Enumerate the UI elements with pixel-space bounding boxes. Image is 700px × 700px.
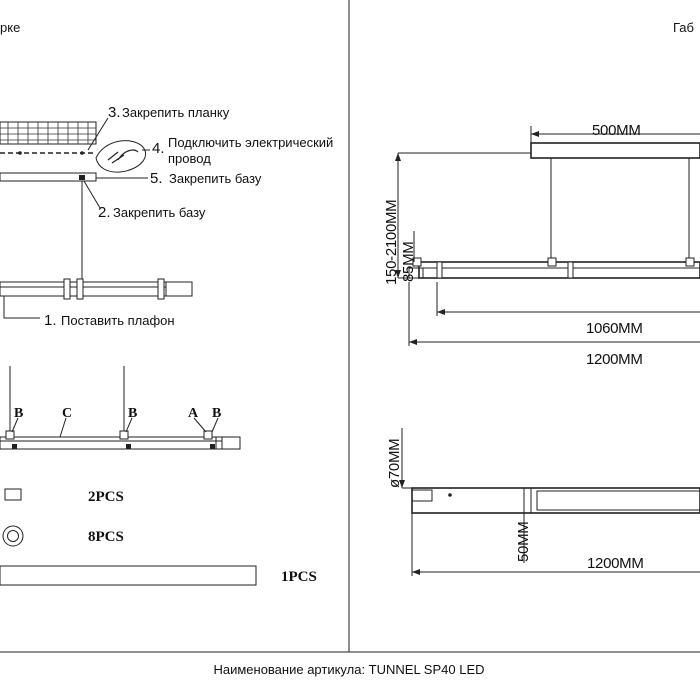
installation-diagram: 3. Закрепить планку 4. Подключить электр… bbox=[0, 104, 333, 329]
step2-text: Закрепить базу bbox=[113, 205, 206, 220]
plate-screw-right bbox=[80, 151, 84, 155]
part-a-icon bbox=[4, 488, 22, 501]
part-b-icon-inner bbox=[7, 530, 19, 542]
leader-b3 bbox=[211, 417, 219, 433]
dim-side-length: 1200MM bbox=[587, 555, 644, 572]
dim-inner-mark-2 bbox=[567, 261, 574, 279]
part-label-c: C bbox=[62, 406, 72, 421]
step1-text: Поставить плафон bbox=[61, 313, 175, 328]
parts-lamp-end bbox=[215, 436, 241, 450]
article-name: Наименование артикула: TUNNEL SP40 LED bbox=[213, 662, 484, 677]
dim-height-arrow-bottom bbox=[395, 270, 401, 278]
part-label-a: A bbox=[188, 406, 199, 421]
step4-text-line2: провод bbox=[168, 151, 211, 166]
part-a-qty: 2PCS bbox=[88, 489, 124, 505]
side-body bbox=[411, 487, 700, 514]
lamp-clip-1 bbox=[63, 278, 71, 300]
dimension-front-view: 500MM 150-2100MM 85MM 1060MM 1200MM bbox=[383, 122, 700, 368]
parts-screw-2 bbox=[126, 444, 131, 449]
leader-b1 bbox=[11, 417, 19, 433]
dim-canopy bbox=[530, 142, 700, 159]
leader-b2 bbox=[125, 417, 133, 433]
step1-number: 1. bbox=[44, 312, 57, 329]
dimension-side-view: ø70MM 50MM 1200MM bbox=[386, 428, 700, 576]
step4-number: 4. bbox=[152, 140, 165, 157]
dim-dia-arrow bbox=[399, 480, 405, 488]
parts-clip-b1 bbox=[5, 430, 15, 440]
canopy-base bbox=[0, 172, 97, 182]
canopy-clip bbox=[79, 175, 85, 180]
lamp-end-cap bbox=[165, 281, 193, 297]
dim-lamp-body bbox=[418, 261, 700, 279]
parts-lamp-body bbox=[0, 436, 223, 450]
dim-side-height: 50MM bbox=[515, 522, 532, 562]
dim-lamp-endcap bbox=[408, 267, 424, 279]
dim-clip-2 bbox=[547, 257, 557, 267]
leader-step3 bbox=[87, 117, 109, 151]
dim-top-width: 500MM bbox=[592, 122, 641, 139]
dim-inner-length: 1060MM bbox=[586, 320, 643, 337]
dim-side-arrow bbox=[412, 569, 420, 575]
dim-lamp-height: 85MM bbox=[400, 242, 417, 282]
dim-clip-1 bbox=[412, 257, 422, 267]
side-endcap bbox=[411, 489, 433, 502]
lamp-clip-2 bbox=[76, 278, 84, 300]
lamp-body bbox=[0, 281, 179, 297]
parts-clip-b2 bbox=[119, 430, 129, 440]
ceiling-texture bbox=[0, 122, 96, 144]
dim-1200-arrow bbox=[409, 339, 417, 345]
step3-number: 3. bbox=[108, 104, 121, 121]
dim-clip-3 bbox=[685, 257, 695, 267]
leader-step1 bbox=[3, 296, 40, 319]
side-screw bbox=[448, 493, 452, 497]
parts-clip-b3 bbox=[203, 430, 213, 440]
parts-screw-3 bbox=[210, 444, 215, 449]
dim-diameter: ø70MM bbox=[386, 439, 403, 488]
lamp-clip-3 bbox=[157, 278, 165, 300]
part-label-b1: B bbox=[14, 406, 23, 421]
part-label-b3: B bbox=[212, 406, 221, 421]
dim-total-length: 1200MM bbox=[586, 351, 643, 368]
step4-text-line1: Подключить электрический bbox=[168, 135, 333, 150]
step2-number: 2. bbox=[98, 204, 111, 221]
plate-screw-left bbox=[18, 151, 22, 155]
part-c-qty: 1PCS bbox=[281, 569, 317, 585]
side-diffuser bbox=[536, 490, 700, 511]
wire-connector-icon bbox=[107, 149, 139, 164]
step3-text: Закрепить планку bbox=[122, 105, 230, 120]
leader-a bbox=[193, 417, 207, 433]
parts-screw-1 bbox=[12, 444, 17, 449]
parts-diagram: B C B A B 2PCS 8PCS 1PCS bbox=[0, 366, 317, 586]
dim-1060-arrow bbox=[437, 309, 445, 315]
dim-inner-mark-1 bbox=[436, 261, 443, 279]
part-c-icon bbox=[0, 565, 257, 586]
dim-500-arrow bbox=[531, 131, 539, 137]
dim-height-range: 150-2100MM bbox=[383, 200, 400, 285]
step5-text: Закрепить базу bbox=[169, 171, 262, 186]
leader-c bbox=[59, 417, 67, 438]
left-panel-title: рке bbox=[0, 20, 20, 35]
dim-height-arrow-top bbox=[395, 153, 401, 161]
part-b-qty: 8PCS bbox=[88, 529, 124, 545]
step5-number: 5. bbox=[150, 170, 163, 187]
right-panel-title: Габ bbox=[673, 20, 694, 35]
leader-step2 bbox=[83, 180, 101, 209]
part-label-b2: B bbox=[128, 406, 137, 421]
